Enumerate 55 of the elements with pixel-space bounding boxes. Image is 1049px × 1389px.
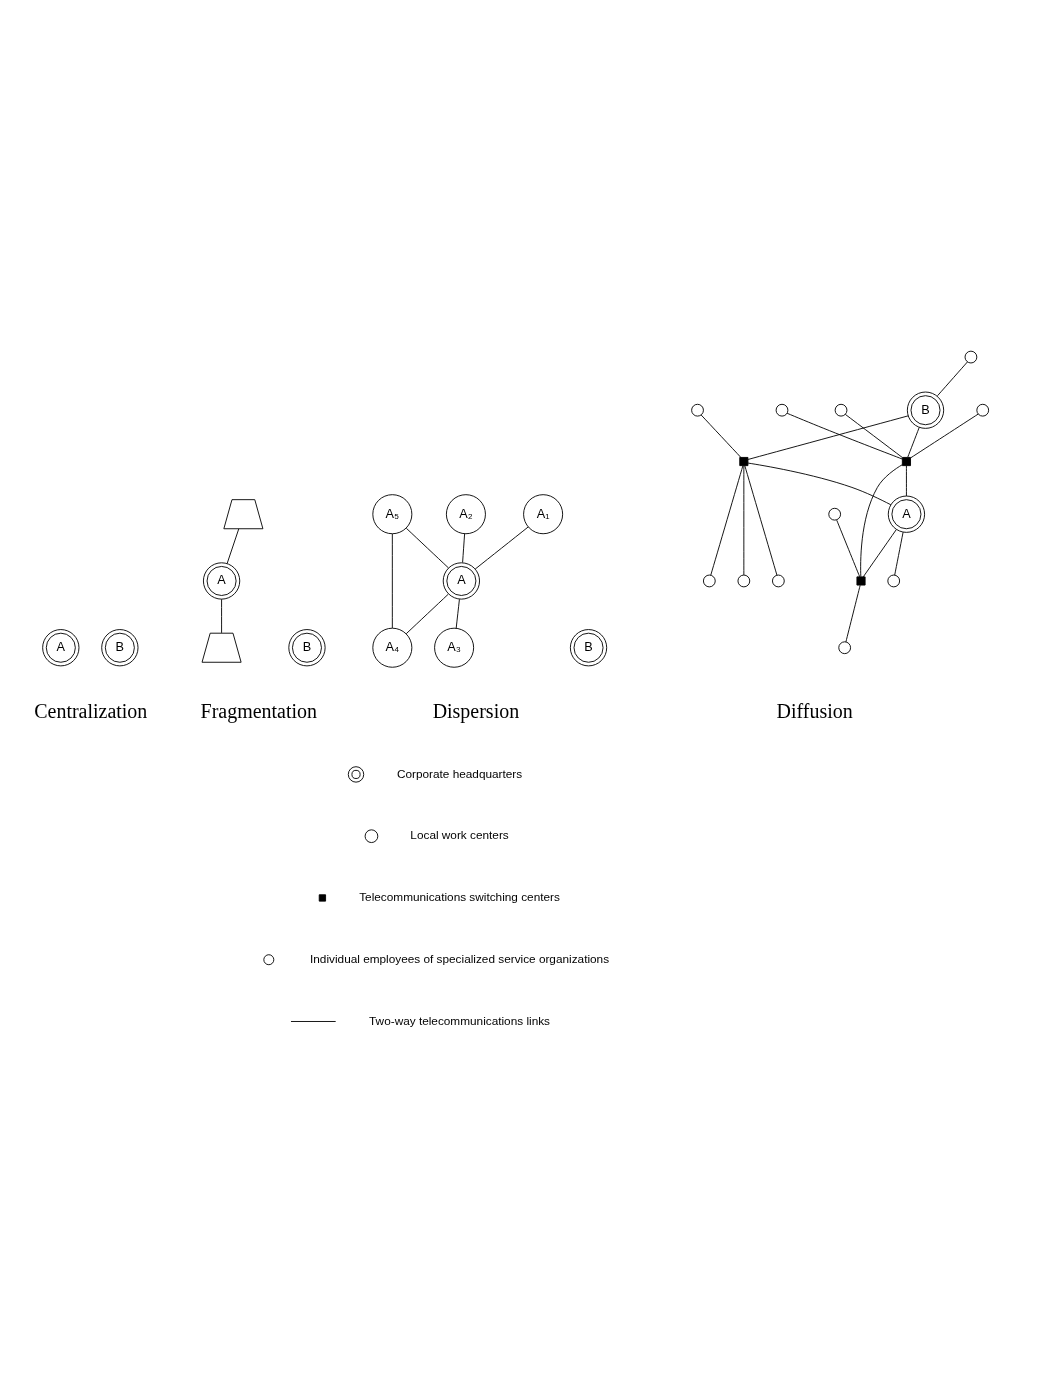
- connector: [710, 465, 744, 576]
- connector: [744, 465, 778, 576]
- connector: [221, 598, 223, 634]
- node-circle: [691, 403, 704, 417]
- connector: [700, 414, 742, 458]
- node-trapezoid: [223, 499, 264, 530]
- node-trapezoid: [201, 632, 242, 663]
- node-circle: [976, 403, 990, 417]
- node-square: [856, 576, 866, 586]
- label: Diffusion: [776, 699, 853, 722]
- connector: [845, 584, 861, 643]
- connector: [747, 462, 892, 506]
- connector: [862, 529, 897, 578]
- node-square: [901, 457, 911, 467]
- connector: [226, 528, 240, 564]
- legend-label: Telecommunications switching centers: [359, 890, 560, 905]
- connector: [906, 465, 907, 497]
- connector: [910, 413, 979, 459]
- connector: [405, 527, 450, 569]
- label: Dispersion: [432, 699, 520, 722]
- node-circle: [887, 574, 901, 588]
- connector: [844, 413, 903, 458]
- connector: [455, 598, 460, 629]
- node-circle: [775, 403, 789, 417]
- node-circle: A₁: [523, 494, 564, 535]
- connector: [836, 519, 861, 578]
- connector: [405, 593, 449, 635]
- connector: [937, 361, 968, 397]
- legend-label: Two-way telecommunications links: [369, 1013, 551, 1028]
- node-circle: A₅: [372, 494, 413, 535]
- node-circle: [838, 641, 852, 655]
- connector: [907, 426, 920, 458]
- connector: [786, 412, 903, 460]
- node-circle: [964, 350, 978, 364]
- connector: [747, 415, 909, 460]
- node-circle: [702, 574, 716, 588]
- node-circle: [828, 507, 842, 521]
- connector: [474, 526, 529, 570]
- label: Centralization: [34, 699, 148, 722]
- legend-label: Individual employees of specialized service organizations: [310, 951, 610, 966]
- node-circle: [772, 574, 785, 588]
- connector: [462, 533, 466, 563]
- label: Fragmentation: [200, 699, 318, 722]
- node-circle: A₄: [372, 627, 413, 668]
- legend-label: Corporate headquarters: [396, 766, 523, 781]
- node-circle: [834, 403, 848, 417]
- connector: [391, 533, 393, 629]
- connector: [894, 531, 904, 576]
- connector: [860, 464, 903, 578]
- legend-label: Local work centers: [410, 828, 509, 843]
- node-square: [739, 457, 749, 467]
- connector: [743, 465, 745, 576]
- node-circle: [737, 574, 751, 588]
- node-circle: A₃: [434, 627, 475, 668]
- node-circle: A₂: [445, 494, 486, 535]
